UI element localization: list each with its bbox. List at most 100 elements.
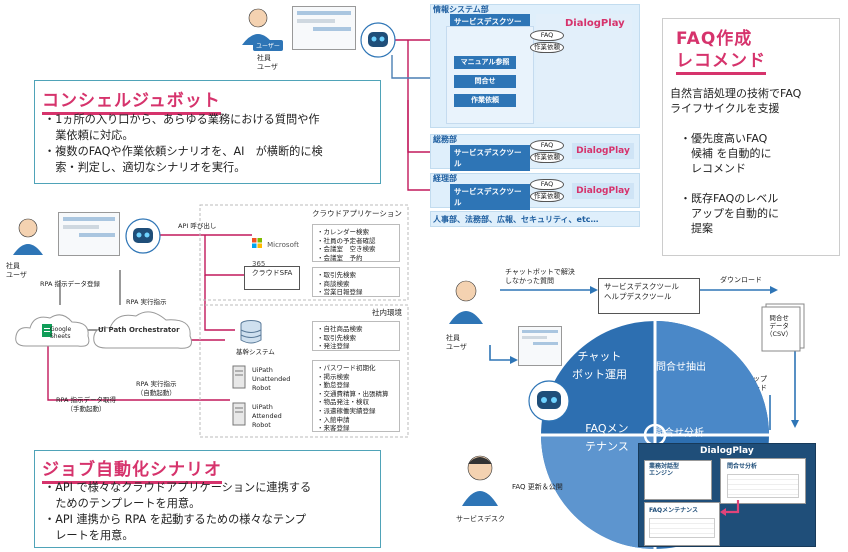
unsolved-label: チャットボットで解決 しなかった質問	[505, 268, 575, 285]
dp-faq-maint-label: FAQメンテナンス	[649, 507, 699, 514]
cycle-user-label: 社員 ユーザ	[446, 334, 467, 351]
concierge-bot-title: コンシェルジュボット	[42, 86, 221, 115]
faq-recommend-text: 自然言語処理の技術でFAQ ライフサイクルを支援 ・優先度高いFAQ 候補 を自…	[670, 86, 801, 236]
dp-engine-label: 業務対話型 エンジン	[649, 463, 680, 477]
top-user-label: 社員 ユーザ	[257, 54, 278, 71]
accounting-service-desk-bar: サービスデスクツール	[450, 184, 530, 210]
top-chat-window[interactable]	[292, 6, 356, 50]
dept-general-label: 総務部	[433, 135, 457, 144]
cycle-user-avatar	[446, 276, 486, 324]
dialogplay-title: DialogPlay	[565, 18, 625, 29]
cycle-q4: 問合せ分析	[654, 428, 704, 439]
general-work-request-db: 作業依頼	[530, 152, 564, 163]
rpa-exec-auto-label: RPA 実行指示 （自動起動）	[136, 380, 177, 397]
robot-item: ・掲示検索	[317, 372, 350, 381]
inquiry-data-docs	[758, 302, 808, 352]
faq-line-4: ・優先度高いFAQ	[680, 132, 768, 145]
rpa-user-avatar	[10, 215, 46, 255]
robot-item: ・パスワード初期化	[317, 364, 376, 372]
cycle-q3: FAQメン テナンス	[585, 422, 629, 453]
core-system-icon	[240, 320, 262, 344]
dp-engine-box: 業務対話型 エンジン	[644, 460, 712, 500]
ms365-items: ・カレンダー検索 ・社員の予定者確認 ・会議室 空き検索 ・会議室 予約	[312, 224, 400, 262]
attended-robot-label: UiPath Attended Robot	[252, 403, 282, 429]
core-items: ・自社商品検索 ・取引先検索 ・発注登録	[312, 321, 400, 351]
robot-item: ・勤怠登録	[317, 381, 350, 390]
service-desk-avatar	[458, 450, 502, 506]
faq-recommend-box	[662, 18, 840, 256]
cycle-dialogplay-title: DialogPlay	[700, 446, 754, 456]
core-item: ・発注登録	[317, 342, 350, 351]
faq-line-8: ・既存FAQのレベル	[680, 192, 779, 205]
concierge-bullet-1: ・1ヵ所の入り口から、あらゆる業務における質問や作	[44, 113, 320, 126]
rpa-exec-label: RPA 実行指示	[126, 298, 167, 306]
ms365-label: Microsoft 365	[252, 241, 299, 268]
faq-line-9: アップを自動的に	[680, 207, 779, 220]
faq-update-label: FAQ 更新＆公開	[512, 483, 563, 491]
accounting-faq-db: FAQ	[530, 179, 564, 190]
ms365-item: ・会議室 予約	[317, 253, 363, 262]
sfa-item: ・商談検索	[317, 279, 350, 288]
faq-line-1: 自然言語処理の技術でFAQ	[670, 87, 802, 100]
concierge-bullet-3: ・複数のFAQや作業依頼シナリオを、AI が横断的に検	[44, 145, 323, 158]
cloud-sfa-label: クラウドSFA	[251, 269, 293, 277]
robot-item: ・入館申請	[317, 415, 350, 424]
ms365-logo: Microsoft 365	[252, 232, 312, 268]
general-service-desk-bar: サービスデスクツール	[450, 145, 530, 171]
concierge-bullet-4: 索・判定し、適切なシナリオを実行。	[44, 161, 246, 174]
ms365-item: ・社員の予定者確認	[317, 236, 376, 245]
inquiry-button[interactable]: 問合せ	[454, 75, 516, 88]
concierge-bot-box	[34, 80, 381, 184]
faq-line-2: ライフサイクルを支援	[670, 102, 780, 115]
concierge-bullet-2: 業依頼に対応。	[44, 129, 134, 142]
sfa-item: ・営業日報登録	[317, 288, 363, 297]
faq-line-10: 提案	[680, 222, 713, 235]
cycle-chat-window[interactable]	[518, 326, 562, 366]
unattended-robot-icon	[232, 365, 246, 389]
download-label: ダウンロード	[720, 276, 762, 284]
work-request-button[interactable]: 作業依頼	[454, 94, 516, 107]
faq-line-5: 候補 を自動的に	[680, 147, 772, 160]
sfa-items: ・取引先検索 ・商談検索 ・営業日報登録	[312, 267, 400, 297]
faq-recommend-title-1: FAQ作成	[676, 29, 753, 49]
manual-reference-button[interactable]: マニュアル参照	[454, 56, 516, 69]
faq-recommend-title-2: レコメンド	[676, 46, 766, 75]
attended-robot-icon	[232, 402, 246, 426]
service-desk-label: サービスデスク	[456, 515, 505, 523]
internal-env-label: 社内環境	[372, 308, 402, 317]
work-request-db: 作業依頼	[530, 42, 564, 53]
general-dialogplay: DialogPlay	[572, 143, 634, 159]
inquiry-data-label: 問合せ データ （CSV）	[766, 314, 793, 338]
dp-faq-maint-box: FAQメンテナンス	[644, 502, 720, 546]
robot-item: ・物品発注・検収	[317, 398, 369, 407]
job-bullet-1: ・API で様々なクラウドアプリケーションに連携する	[44, 481, 312, 494]
core-item: ・取引先検索	[317, 333, 356, 342]
rpa-chat-window[interactable]	[58, 212, 120, 256]
sfa-item: ・取引先検索	[317, 271, 356, 279]
job-scenario-title: ジョブ自動化シナリオ	[42, 455, 222, 484]
robot-item: ・来客登録	[317, 424, 350, 433]
top-user-avatar	[238, 5, 278, 45]
dp-arrow	[720, 500, 740, 516]
cycle-chatbot-icon	[528, 380, 570, 422]
rpa-register-label: RPA 指示データ登録	[40, 280, 101, 288]
google-sheets-label: Google Sheets	[50, 326, 72, 340]
google-sheets-cloud	[12, 308, 94, 352]
rpa-user-label: 社員 ユーザ	[6, 262, 27, 279]
top-chatbot-icon	[360, 22, 396, 58]
robot-item: ・派遣稼働実績登録	[317, 406, 376, 415]
accounting-dialogplay: DialogPlay	[572, 183, 634, 199]
cycle-q1: チャット ボット運用	[572, 350, 627, 381]
dept-others-label: 人事部、法務部、広報、セキュリティ、etc…	[433, 215, 599, 224]
rpa-chatbot-icon	[125, 218, 161, 254]
faq-line-6: レコメンド	[680, 162, 746, 175]
robot-items: ・パスワード初期化 ・掲示検索 ・勤怠登録 ・交通費精算・出張精算 ・物品発注・…	[312, 360, 400, 432]
job-bullet-2: ためのテンプレートを用意。	[44, 497, 201, 510]
general-faq-db: FAQ	[530, 140, 564, 151]
uipath-label: Ui Path Orchestrator	[98, 326, 180, 334]
core-system-label: 基幹システム	[236, 348, 275, 356]
dp-analysis-box: 問合せ分析	[720, 458, 806, 504]
job-bullet-4: レートを用意。	[44, 529, 134, 542]
dept-info-label: 情報システム部	[433, 5, 489, 14]
robot-item: ・交通費精算・出張精算	[317, 389, 389, 398]
